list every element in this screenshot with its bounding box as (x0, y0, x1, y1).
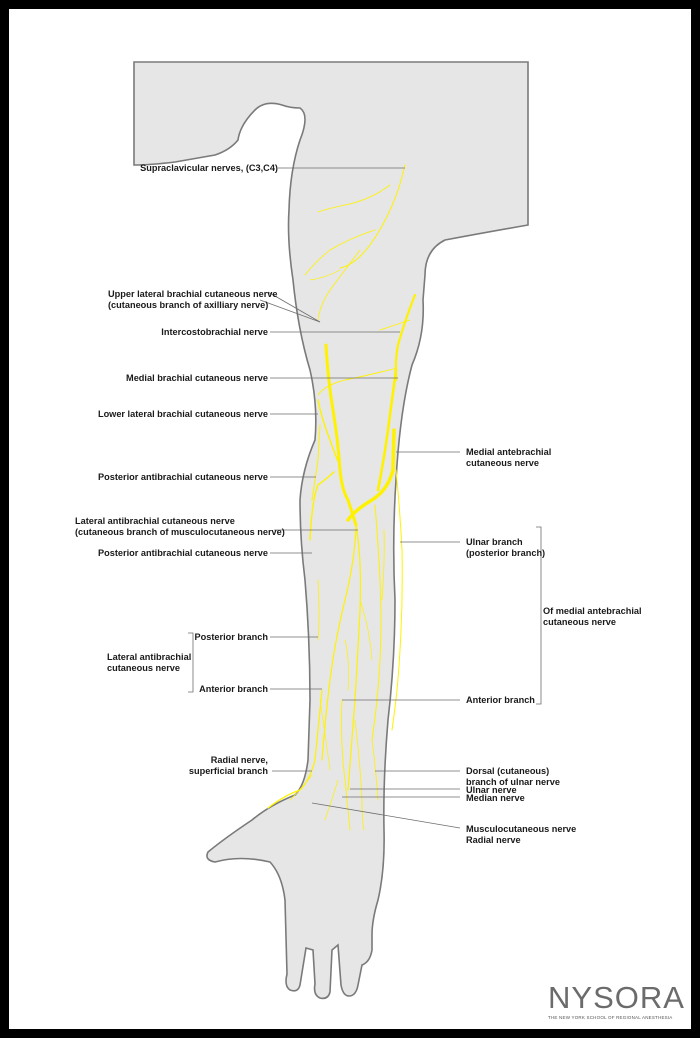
label-of-medial-antebrachial-cutaneous-nerve: Of medial antebrachial cutaneous nerve (543, 606, 642, 627)
label-posterior-antibrachial-cutaneous-nerve: Posterior antibrachial cutaneous nerve (97, 472, 268, 482)
label-posterior-antibrachial-cutaneous-nerve-2: Posterior antibrachial cutaneous nerve (97, 548, 268, 558)
label-anterior-branch-medial: Anterior branch (466, 695, 535, 705)
label-intercostobrachial-nerve: Intercostobrachial nerve (161, 327, 268, 337)
label-anterior-branch-lateral: Anterior branch (199, 684, 268, 694)
logo-wordmark: NYSORA (548, 980, 685, 1015)
label-dorsal-branch-ulnar-nerve: Dorsal (cutaneous) branch of ulnar nerve (466, 766, 560, 787)
label-upper-lateral-brachial-cutaneous-nerve: Upper lateral brachial cutaneous nerve (… (108, 289, 278, 310)
label-posterior-branch: Posterior branch (194, 632, 268, 642)
logo-tagline: THE NEW YORK SCHOOL OF REGIONAL ANESTHES… (548, 1015, 673, 1020)
label-ulnar-nerve: Ulnar nerve (466, 785, 517, 795)
label-ulnar-branch: Ulnar branch (posterior branch) (466, 537, 546, 558)
label-radial-nerve-superficial-branch: Radial nerve, superficial branch (188, 755, 268, 776)
label-median-nerve: Median nerve (466, 793, 525, 803)
label-lateral-antibrachial-group: Lateral antibrachial cutaneous nerve (107, 652, 192, 673)
leader-lines (188, 167, 542, 829)
label-musculocutaneous-radial-nerve: Musculocutaneous nerve Radial nerve (466, 824, 577, 845)
label-medial-brachial-cutaneous-nerve: Medial brachial cutaneous nerve (126, 373, 268, 383)
nerve-branches (267, 164, 417, 831)
nysora-logo: NYSORA THE NEW YORK SCHOOL OF REGIONAL A… (548, 982, 690, 1030)
label-lower-lateral-brachial-cutaneous-nerve: Lower lateral brachial cutaneous nerve (97, 409, 268, 419)
label-medial-antebrachial-cutaneous-nerve: Medial antebrachial cutaneous nerve (466, 447, 552, 468)
label-supraclavicular-nerves: Supraclavicular nerves, (C3,C4) (140, 163, 278, 173)
label-lateral-antibrachial-cutaneous-nerve: Lateral antibrachial cutaneous nerve (cu… (75, 516, 285, 537)
